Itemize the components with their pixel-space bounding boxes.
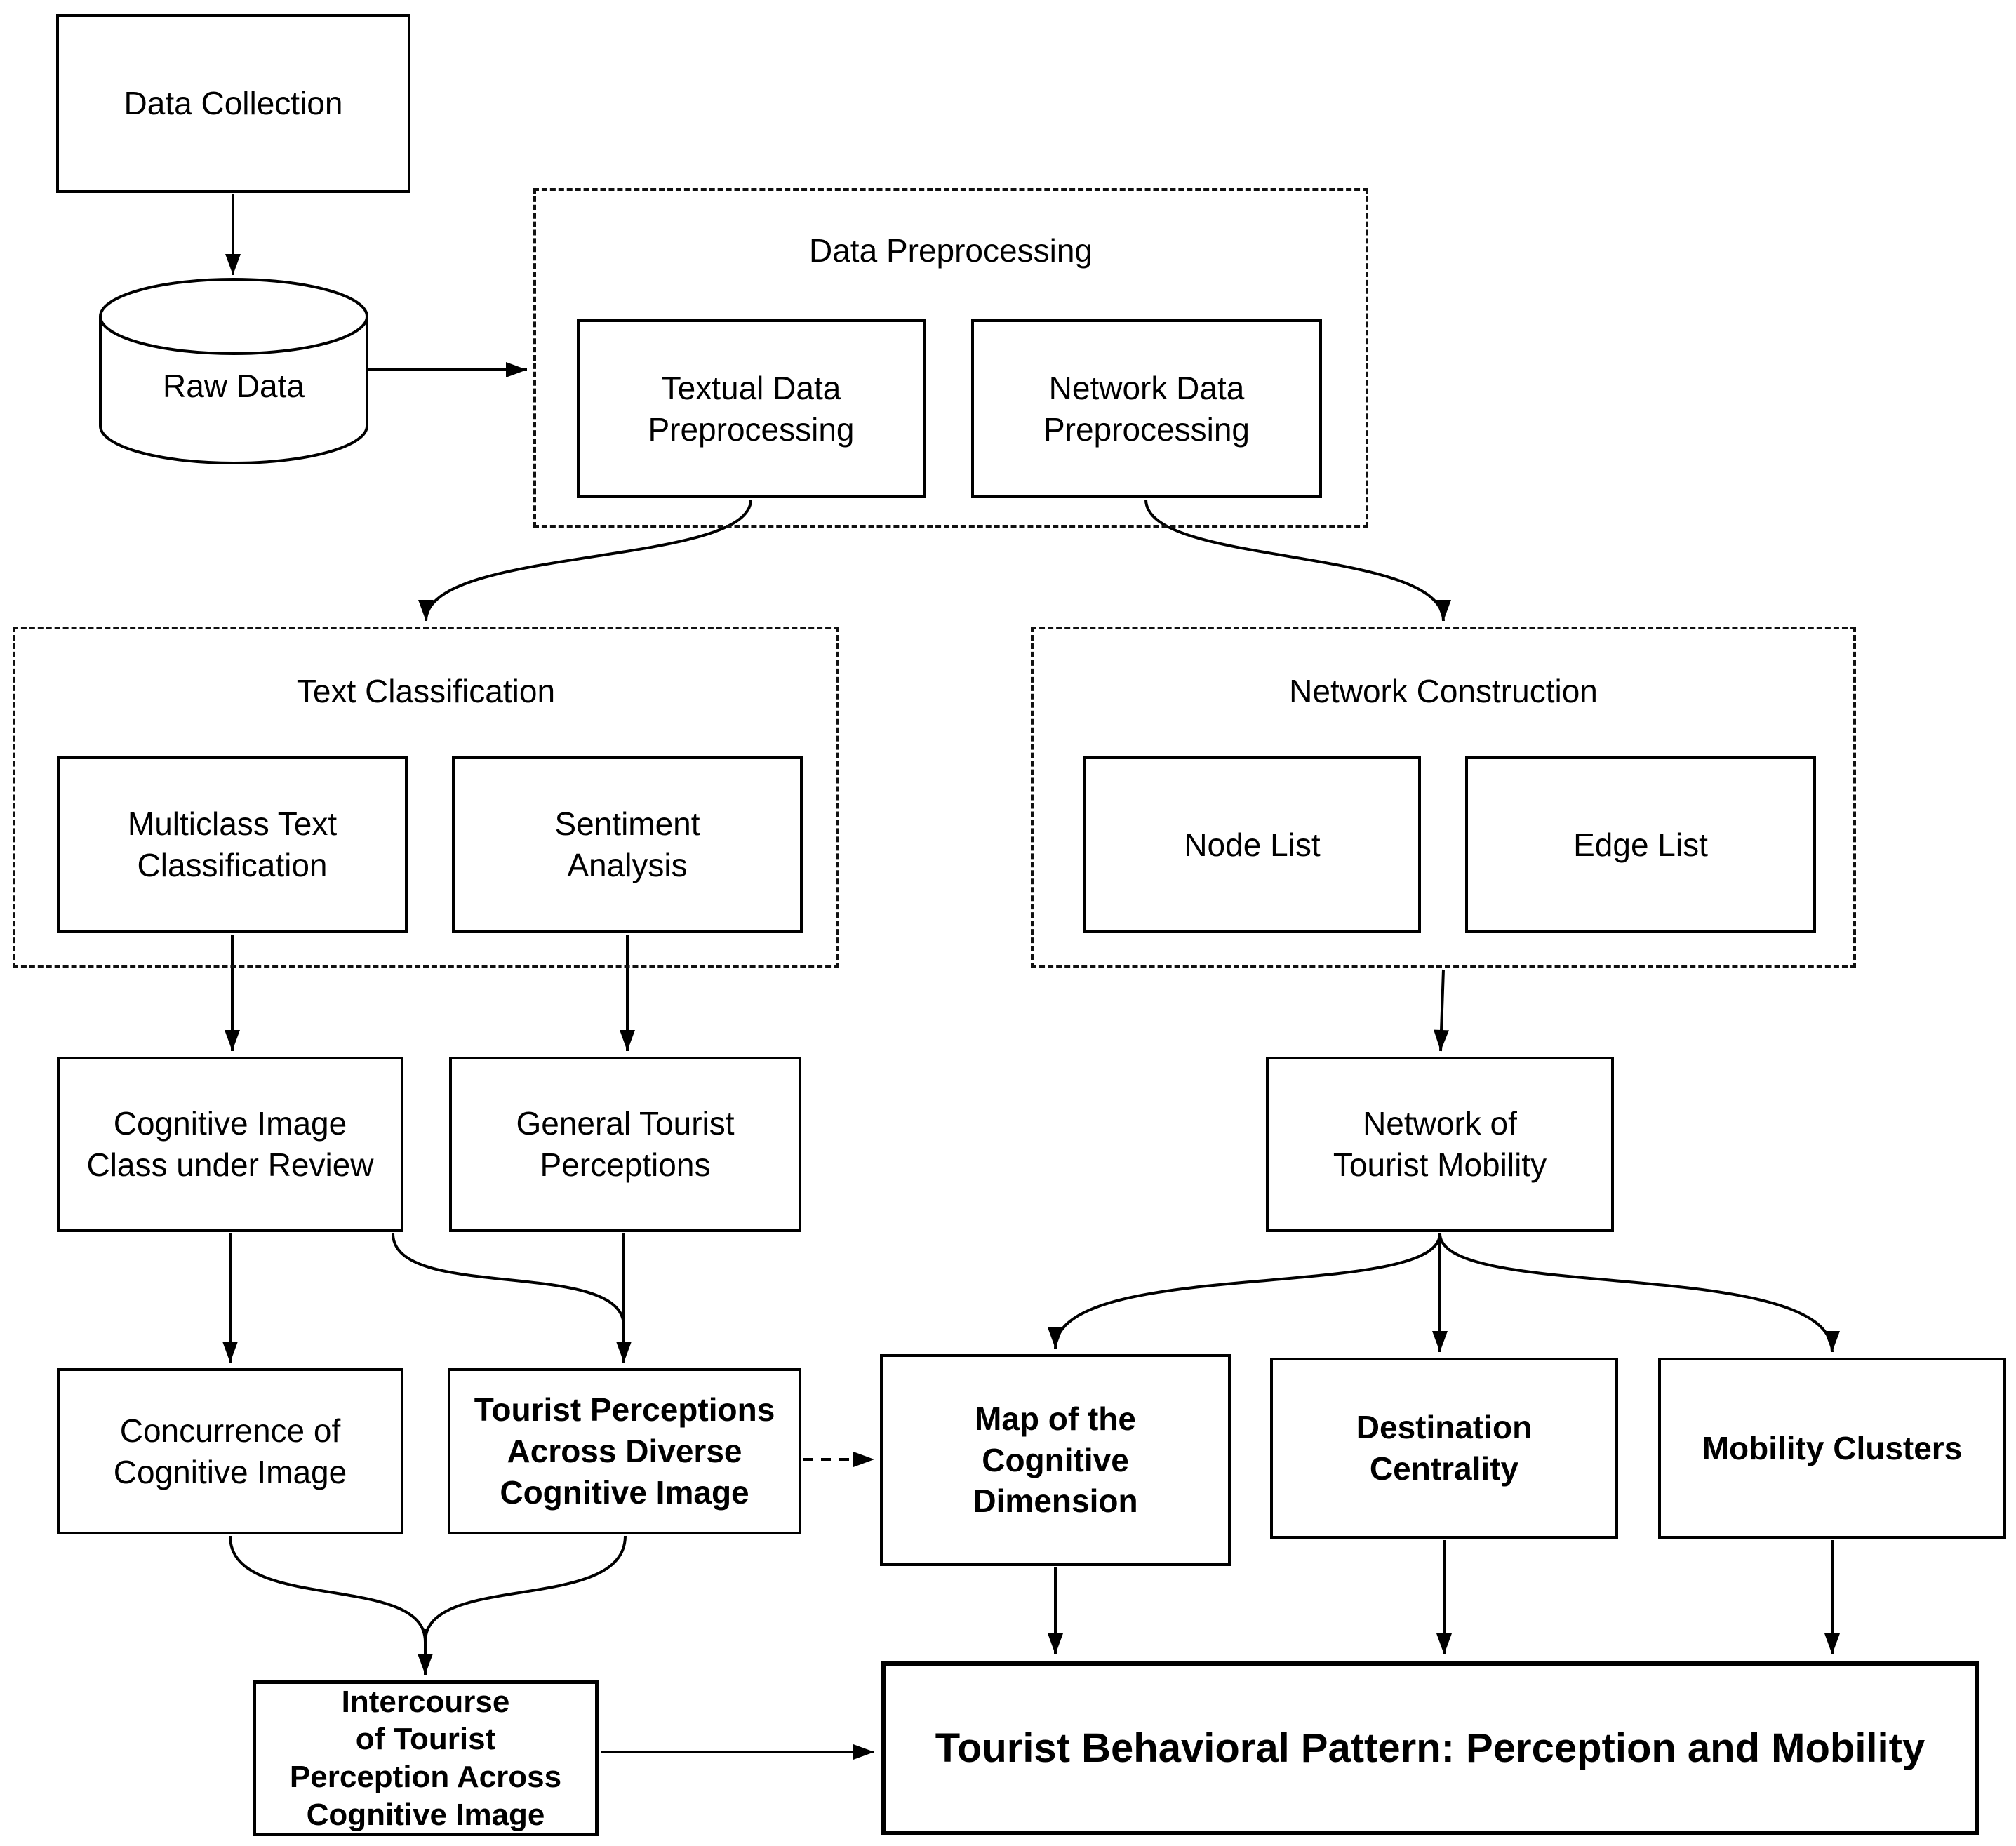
node-edge-list: Edge List (1465, 756, 1816, 933)
curve-mobility-to-clusters (1438, 1233, 1840, 1353)
curve-concurrence-to-merge (229, 1535, 427, 1643)
curve-tourist-perceptions-to-merge (424, 1535, 627, 1643)
node-network-tourist-mobility: Network of Tourist Mobility (1266, 1057, 1614, 1232)
node-textual-data-preprocessing: Textual Data Preprocessing (577, 319, 926, 498)
node-general-tourist-perceptions: General Tourist Perceptions (449, 1057, 801, 1232)
container-text-classification (13, 627, 839, 968)
node-data-collection: Data Collection (56, 14, 410, 193)
node-textual-data-preprocessing-label: Textual Data Preprocessing (648, 369, 855, 448)
container-data-preprocessing (533, 188, 1368, 528)
node-general-tourist-perceptions-label: General Tourist Perceptions (516, 1105, 735, 1183)
container-text-classification-title: Text Classification (296, 673, 556, 709)
node-cognitive-image-class-label: Cognitive Image Class under Review (86, 1105, 374, 1183)
node-data-collection-label: Data Collection (124, 85, 343, 122)
container-data-preprocessing-title: Data Preprocessing (809, 232, 1093, 269)
node-network-data-preprocessing: Network Data Preprocessing (971, 319, 1322, 498)
node-raw-data-label: Raw Data (163, 367, 305, 404)
node-mobility-clusters: Mobility Clusters (1658, 1358, 2006, 1539)
node-multiclass-text-classification-label: Multiclass Text Classification (127, 805, 338, 883)
node-node-list: Node List (1083, 756, 1421, 933)
node-tourist-perceptions-diverse-label: Tourist Perceptions Across Diverse Cogni… (474, 1391, 775, 1511)
curve-mobility-to-map (1048, 1233, 1441, 1349)
node-node-list-label: Node List (1184, 826, 1321, 863)
node-tourist-behavioral-pattern-label: Tourist Behavioral Pattern: Perception a… (935, 1725, 1925, 1771)
node-tourist-perceptions-diverse: Tourist Perceptions Across Diverse Cogni… (448, 1368, 801, 1534)
arrow-network-construction-to-mobility (1434, 969, 1450, 1052)
node-concurrence-cognitive-image: Concurrence of Cognitive Image (57, 1368, 403, 1534)
node-multiclass-text-classification: Multiclass Text Classification (57, 756, 408, 933)
container-network-construction-title: Network Construction (1289, 673, 1598, 709)
node-mobility-clusters-label: Mobility Clusters (1702, 1429, 1963, 1466)
node-concurrence-cognitive-image-label: Concurrence of Cognitive Image (113, 1412, 347, 1490)
node-intercourse-tourist-perception-label: Intercourse of Tourist Perception Across… (289, 1684, 562, 1832)
node-network-tourist-mobility-label: Network of Tourist Mobility (1333, 1105, 1547, 1183)
node-cognitive-image-class: Cognitive Image Class under Review (57, 1057, 403, 1232)
node-map-cognitive-dimension-label: Map of the Cognitive Dimension (973, 1400, 1138, 1520)
container-network-construction (1031, 627, 1856, 968)
node-tourist-behavioral-pattern: Tourist Behavioral Pattern: Perception a… (881, 1661, 1979, 1835)
arrow-textual-to-text-classification (418, 499, 752, 622)
arrow-networkpre-to-network-construction (1144, 499, 1451, 622)
node-raw-data-label-area: Raw Data (100, 347, 367, 424)
node-sentiment-analysis-label: Sentiment Analysis (554, 805, 700, 883)
curve-cognitive-to-tourist-perceptions (392, 1233, 625, 1327)
node-destination-centrality-label: Destination Centrality (1356, 1409, 1533, 1487)
node-intercourse-tourist-perception: Intercourse of Tourist Perception Across… (253, 1680, 599, 1836)
node-network-data-preprocessing-label: Network Data Preprocessing (1043, 369, 1250, 448)
node-destination-centrality: Destination Centrality (1270, 1358, 1618, 1539)
node-map-cognitive-dimension: Map of the Cognitive Dimension (880, 1354, 1231, 1566)
raw-data-cylinder (99, 278, 368, 464)
node-edge-list-label: Edge List (1573, 826, 1708, 863)
node-sentiment-analysis: Sentiment Analysis (452, 756, 803, 933)
